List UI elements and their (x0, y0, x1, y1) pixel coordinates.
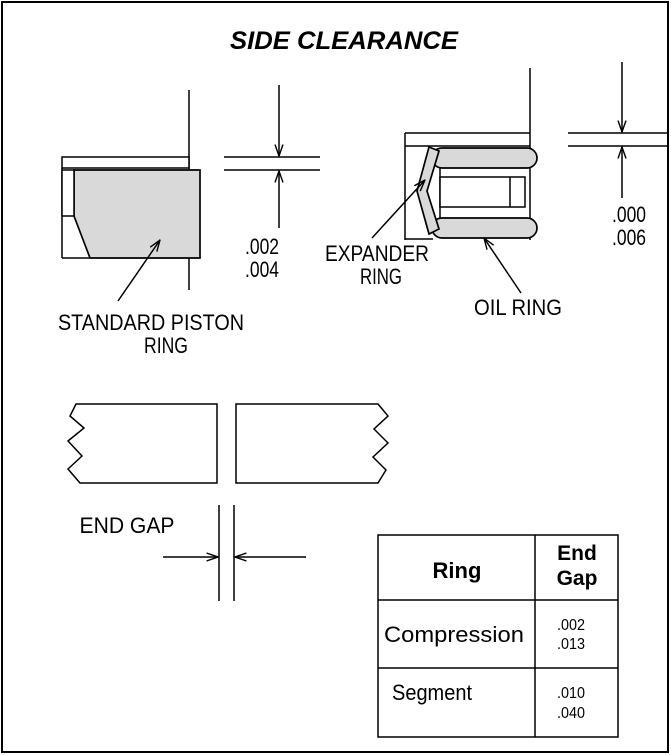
table-row: Compression .002 .013 (384, 617, 585, 653)
standard-ring-label-line2: RING (144, 333, 188, 358)
table-header: Ring End Gap (433, 542, 598, 590)
standard-ring-leader-arrow (117, 240, 160, 302)
row-ring-name: Compression (384, 622, 524, 647)
row-end-gap-min: .010 (557, 685, 585, 702)
standard-ring-label-line1: STANDARD PISTON (58, 310, 244, 335)
expander-label-line2: RING (360, 264, 402, 289)
standard-ring-section (73, 169, 201, 259)
row-end-gap-min: .002 (557, 617, 585, 634)
spacer-body (439, 176, 526, 208)
table-border (377, 534, 619, 738)
end-gap-label: END GAP (80, 513, 175, 538)
row-end-gap-max: .013 (557, 636, 585, 653)
header-end-gap-line1: End (557, 542, 597, 565)
oil-ring-clearance-dimension: .000 .006 (568, 62, 667, 250)
header-end-gap-line2: Gap (557, 567, 598, 590)
lower-oil-rail (431, 217, 538, 239)
standard-piston-ring-diagram: STANDARD PISTON RING (58, 90, 244, 358)
clearance-max-value: .006 (612, 225, 646, 250)
end-gap-diagram: END GAP (66, 403, 390, 601)
clearance-max-value: .004 (245, 257, 279, 282)
expander-leader-arrow (371, 180, 425, 239)
oil-ring-leader-arrow (484, 238, 522, 294)
oil-ring-diagram: EXPANDER RING OIL RING (325, 68, 562, 320)
expander-label-line1: EXPANDER (325, 241, 429, 266)
upper-oil-rail (431, 147, 538, 169)
row-end-gap-max: .040 (557, 705, 585, 722)
end-gap-table: Ring End Gap Compression .002 .013 Segme… (377, 534, 619, 738)
standard-ring-clearance-dimension: .002 .004 (224, 85, 320, 282)
clearance-min-value: .000 (612, 202, 646, 227)
ring-end-left (66, 403, 218, 484)
table-row: Segment .010 .040 (392, 680, 585, 722)
diagram-title: SIDE CLEARANCE (230, 27, 459, 55)
clearance-min-value: .002 (245, 234, 279, 259)
ring-end-right (235, 403, 390, 484)
header-ring: Ring (433, 558, 482, 583)
groove-notch (61, 169, 75, 217)
piston-top-land (61, 156, 190, 169)
row-ring-name: Segment (392, 680, 472, 705)
oil-ring-label: OIL RING (474, 295, 562, 320)
